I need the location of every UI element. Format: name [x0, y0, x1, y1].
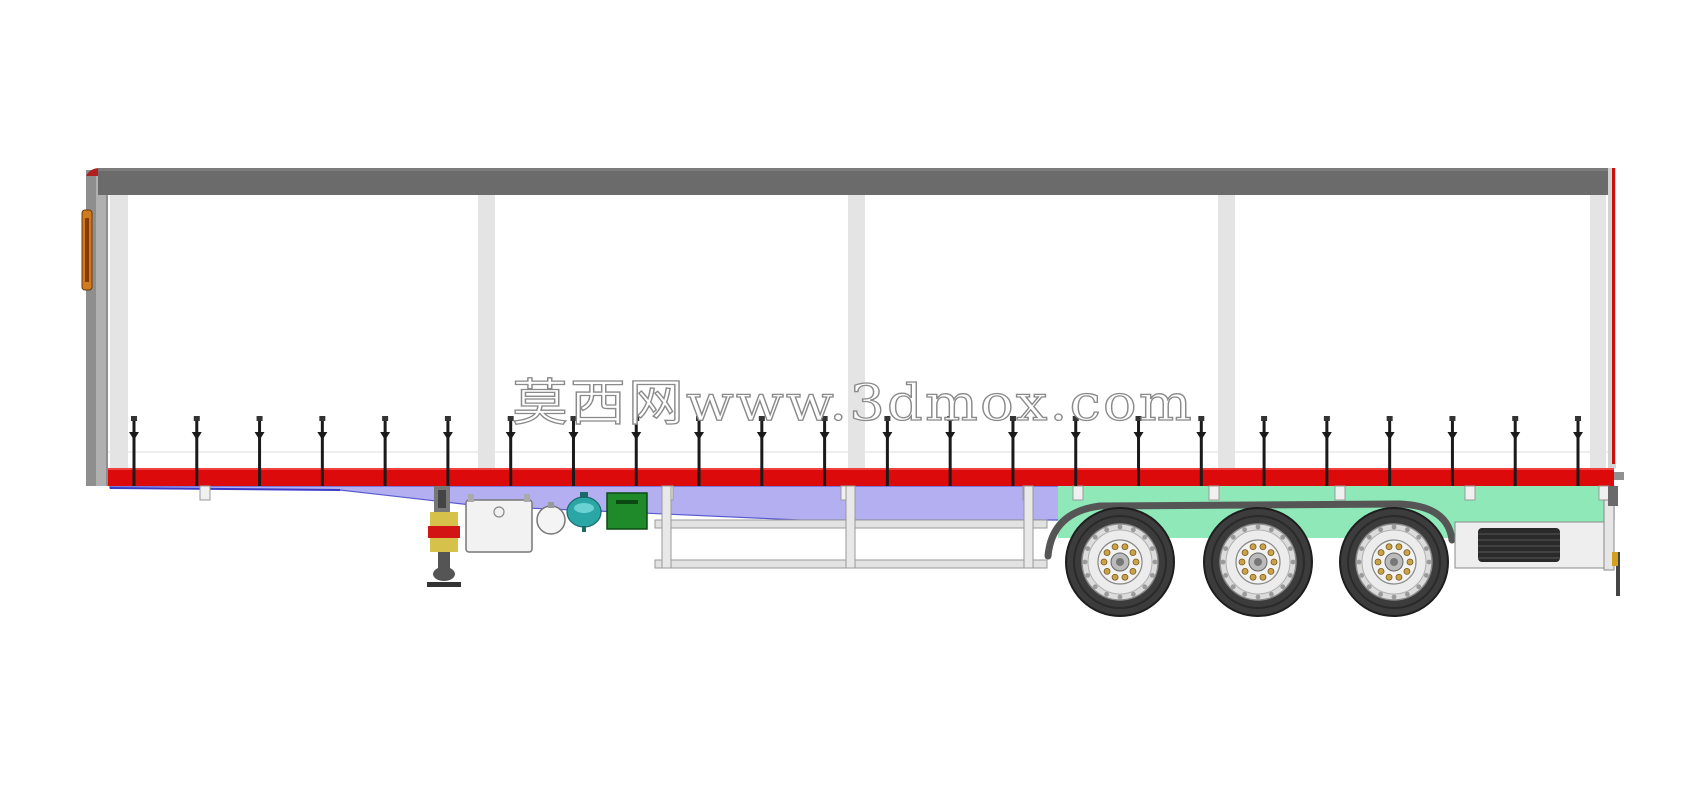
curtain-strap: [756, 416, 767, 486]
mudguard: [1044, 500, 1456, 560]
curtain-strap: [1007, 416, 1018, 486]
wheel-stud: [1377, 549, 1385, 556]
wheel-stud: [1395, 543, 1403, 551]
wheel-stud: [1103, 549, 1111, 556]
curtain-post: [478, 194, 495, 468]
wheel-stud: [1374, 558, 1382, 566]
curtain-strap: [1259, 416, 1270, 486]
wheel-stud: [1132, 558, 1140, 566]
axle-group: [1065, 507, 1449, 617]
curtain-strap: [442, 416, 453, 486]
wheel-stud: [1403, 568, 1411, 575]
wheel-stud: [1270, 558, 1278, 566]
rear-bumper: [1608, 486, 1620, 596]
wheel-stud: [1103, 568, 1111, 575]
curtain-strap: [317, 416, 328, 486]
wheel-stud: [1238, 558, 1246, 566]
wheel-stud: [1111, 543, 1119, 551]
side-guard: [654, 485, 1048, 569]
cross-member-tab: [1464, 485, 1476, 501]
wheel-stud: [1267, 568, 1275, 575]
curtain-straps: [129, 416, 1583, 486]
cross-member-tab: [199, 485, 211, 501]
wheel-stud: [1100, 558, 1108, 566]
wheel-stud: [1259, 573, 1267, 581]
roof-rail: [98, 168, 1612, 195]
wheel-stud: [1129, 568, 1137, 575]
wheel-stud: [1406, 558, 1414, 566]
curtain-strap: [819, 416, 830, 486]
air-tank-teal: [566, 492, 602, 532]
curtain-strap: [882, 416, 893, 486]
wheel-stud: [1259, 543, 1267, 551]
spare-wheel-carrier: [1454, 499, 1615, 571]
cross-member-tab: [1334, 485, 1346, 501]
curtain-strap: [568, 416, 579, 486]
curtain-post: [848, 194, 865, 468]
toolbox: [465, 494, 533, 553]
wheel-stud: [1111, 573, 1119, 581]
corner-post-front: [110, 194, 128, 468]
curtain-strap: [1447, 416, 1458, 486]
front-marker-lamp: [81, 209, 93, 291]
electrical-box: [606, 492, 648, 530]
wheel: [1339, 507, 1449, 617]
curtain-strap: [1196, 416, 1207, 486]
curtain-strap: [380, 416, 391, 486]
curtain-strap: [945, 416, 956, 486]
wheel-stud: [1267, 549, 1275, 556]
wheel-stud: [1241, 549, 1249, 556]
cross-member-tab: [1208, 485, 1220, 501]
cross-member-tab: [1072, 485, 1084, 501]
wheel-stud: [1385, 573, 1393, 581]
air-tank: [536, 502, 566, 535]
wheel-stud: [1121, 543, 1129, 551]
wheel-stud: [1403, 549, 1411, 556]
curtain-strap: [505, 416, 516, 486]
curtain-strap: [1070, 416, 1081, 486]
curtain-strap: [1510, 416, 1521, 486]
corner-post-rear: [1590, 194, 1606, 468]
curtain-strap: [191, 416, 202, 486]
rear-frame: [1608, 168, 1616, 468]
curtain-strap: [1384, 416, 1395, 486]
cross-member-tab: [1598, 485, 1610, 501]
wheel-stud: [1129, 549, 1137, 556]
wheel: [1203, 507, 1313, 617]
wheel-stud: [1377, 568, 1385, 575]
curtain-strap: [1321, 416, 1332, 486]
chassis-rail: [108, 468, 1624, 486]
curtain-strap: [631, 416, 642, 486]
watermark-text: 莫西网www.3dmox.com: [512, 374, 1194, 432]
landing-leg: [427, 486, 461, 587]
curtain-post: [1218, 194, 1235, 468]
wheel-stud: [1395, 573, 1403, 581]
wheel: [1065, 507, 1175, 617]
curtain-strap: [1133, 416, 1144, 486]
curtain-strap: [254, 416, 265, 486]
curtain-strap: [1573, 416, 1583, 486]
curtain-strap: [694, 416, 705, 486]
curtain-strap: [129, 416, 139, 486]
curtain-posts: [110, 194, 1606, 468]
wheel-stud: [1241, 568, 1249, 575]
wheel-stud: [1249, 573, 1257, 581]
wheel-stud: [1385, 543, 1393, 551]
wheel-stud: [1121, 573, 1129, 581]
wheel-stud: [1249, 543, 1257, 551]
